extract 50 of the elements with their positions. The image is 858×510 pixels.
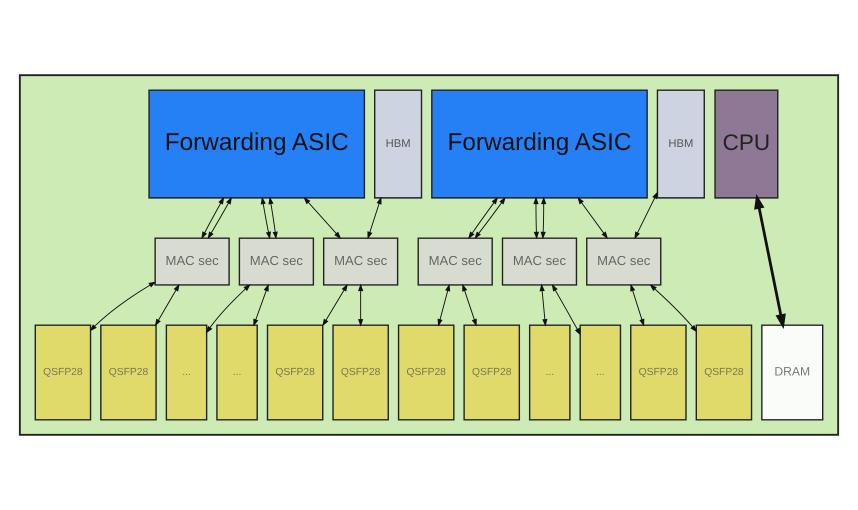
- arrow: [367, 196, 382, 240]
- arrow: [630, 284, 644, 326]
- node-box: ...: [580, 324, 622, 420]
- node-box: QSFP28: [696, 324, 752, 420]
- arrow: [577, 196, 608, 240]
- arrow: [208, 196, 232, 240]
- arrow: [358, 284, 364, 327]
- node-box: MAC sec: [238, 237, 314, 286]
- arrow: [322, 284, 348, 326]
- cluster: [18, 74, 840, 436]
- node-box: MAC sec: [586, 237, 662, 286]
- node-box: QSFP28: [332, 324, 389, 420]
- arrow: [268, 196, 278, 240]
- arrow: [154, 284, 180, 326]
- node-box: MAC sec: [418, 237, 493, 286]
- arrow: [438, 284, 450, 327]
- node-box: ...: [528, 324, 571, 420]
- arrow: [260, 196, 271, 240]
- arrow: [90, 281, 156, 332]
- arrow: [634, 191, 658, 240]
- node-box: QSFP28: [463, 324, 520, 420]
- arrow: [533, 196, 540, 240]
- node-box: QSFP28: [100, 324, 157, 420]
- node-box: QSFP28: [630, 324, 687, 420]
- node-box: MAC sec: [154, 237, 230, 286]
- arrow: [650, 284, 698, 332]
- arrow: [201, 196, 224, 240]
- node-box: MAC sec: [502, 237, 578, 286]
- node-box: HBM: [374, 90, 422, 199]
- node-box: MAC sec: [322, 237, 398, 286]
- node-box: QSFP28: [398, 324, 455, 420]
- node-box: DRAM: [761, 324, 824, 420]
- arrow: [540, 284, 548, 327]
- node-box: ...: [166, 324, 208, 420]
- arrow: [303, 197, 342, 239]
- node-box: Forwarding ASIC: [148, 90, 366, 199]
- arrow: [206, 284, 251, 334]
- arrow: [474, 196, 506, 240]
- node-box: QSFP28: [266, 324, 324, 420]
- node-box: Forwarding ASIC: [431, 90, 648, 199]
- arrow: [468, 196, 498, 240]
- arrow: [754, 194, 786, 330]
- arrow: [540, 196, 546, 240]
- arrow: [552, 284, 581, 336]
- arrow: [253, 284, 269, 326]
- node-box: HBM: [656, 90, 705, 199]
- arrow: [462, 284, 477, 326]
- node-box: ...: [216, 324, 258, 420]
- node-box: QSFP28: [34, 324, 92, 420]
- node-box: CPU: [714, 90, 778, 199]
